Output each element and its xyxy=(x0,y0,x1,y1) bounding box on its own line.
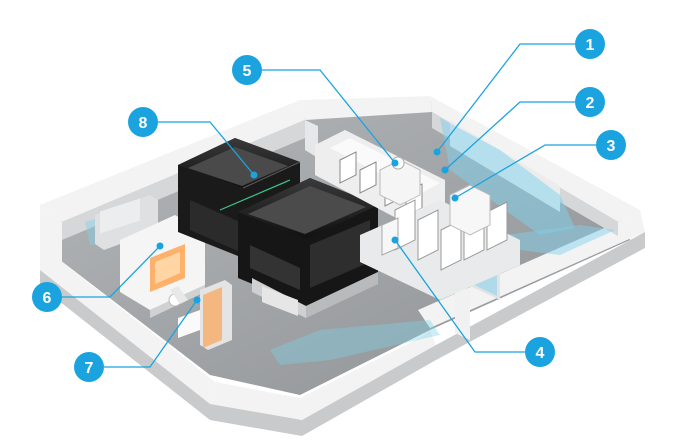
callout-2[interactable]: 2 xyxy=(575,87,605,117)
callout-3[interactable]: 3 xyxy=(596,130,626,160)
callout-6-label: 6 xyxy=(43,290,52,307)
callout-7-label: 7 xyxy=(85,360,94,377)
callout-4-label: 4 xyxy=(536,345,545,362)
callout-leader-lines xyxy=(62,43,596,368)
callout-8-label: 8 xyxy=(139,115,148,132)
leader-line-1 xyxy=(436,43,575,153)
leader-line-7 xyxy=(104,299,198,368)
black-machine-front xyxy=(238,178,378,318)
callout-3-label: 3 xyxy=(607,138,616,155)
callout-5[interactable]: 5 xyxy=(232,55,262,85)
callout-2-label: 2 xyxy=(586,95,595,112)
analyzer-bank xyxy=(315,130,520,300)
outer-walls xyxy=(40,96,645,436)
leader-line-3 xyxy=(454,144,596,199)
callout-7[interactable]: 7 xyxy=(74,352,104,382)
leader-line-2 xyxy=(444,101,575,171)
callout-markers: 1 2 3 4 5 6 7 8 xyxy=(32,29,626,382)
black-machine-rear xyxy=(178,138,301,258)
robot-cell-left xyxy=(95,195,232,350)
leader-line-8 xyxy=(158,121,255,176)
leader-line-6 xyxy=(62,245,161,298)
callout-6[interactable]: 6 xyxy=(32,282,62,312)
leader-line-5 xyxy=(262,69,396,164)
callout-1[interactable]: 1 xyxy=(575,29,605,59)
callout-1-label: 1 xyxy=(586,37,595,54)
callout-anchor-dots xyxy=(156,148,459,304)
callout-4[interactable]: 4 xyxy=(525,337,555,367)
callout-8[interactable]: 8 xyxy=(128,107,158,137)
callout-5-label: 5 xyxy=(243,63,252,80)
leader-line-4 xyxy=(394,239,525,353)
